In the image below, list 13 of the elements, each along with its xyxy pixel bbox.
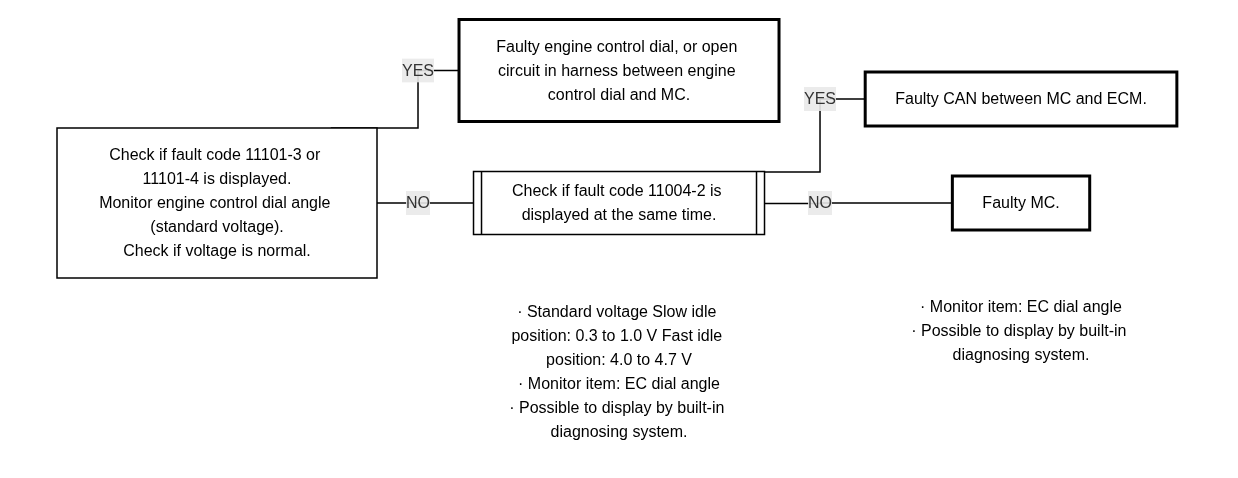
node-box: Faulty CAN between MC and ECM. — [863, 70, 1179, 128]
node-label: · Monitor item: EC dial angle — [920, 298, 1122, 315]
node-label: · Possible to display by built-in diagnosing system. — [509, 398, 725, 440]
node-label: · Monitor item: EC dial angle — [518, 374, 720, 392]
edge-label: NO — [808, 194, 833, 211]
node-box: Check if fault code 11101-3 or 11101-4 is displayed. Monitor engine control dial angle (standard voltage). Check if voltage is normal. — [56, 127, 378, 279]
node-box: Faulty engine control dial, or open circuit in harness between engine control dial and MC. — [457, 18, 781, 123]
edge-label: YES — [401, 61, 434, 79]
edge-label: YES — [804, 90, 837, 107]
node-box: Faulty MC. — [950, 174, 1092, 232]
node-label: · Possible to display by built-in diagnosing system. — [911, 322, 1127, 363]
edge-label: NO — [405, 194, 430, 211]
node-label: · Standard voltage Slow idle position: 0.3 to 1.0 V Fast idle position: 4.0 to 4.7 V — [511, 302, 723, 368]
